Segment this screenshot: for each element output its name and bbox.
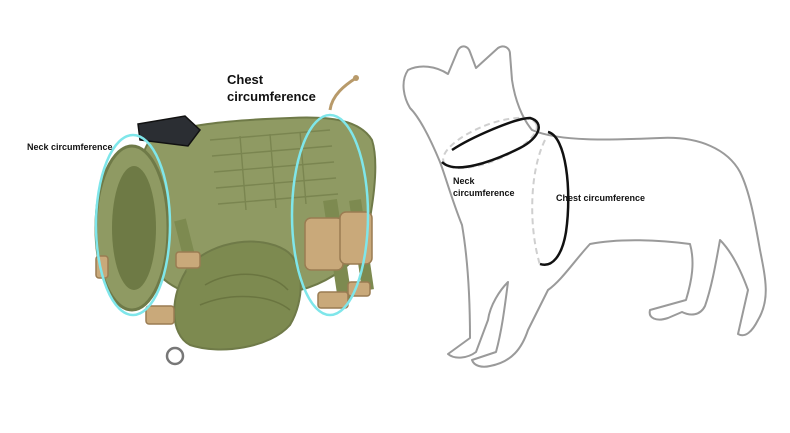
buckles — [95, 211, 373, 325]
cord-loop — [328, 76, 357, 111]
dog-neck-measure — [441, 116, 540, 169]
chest-label-line2: circumference — [227, 89, 316, 104]
chest-label-line1: Chest — [227, 72, 264, 87]
chest-circumference-label-right: Chest circumference — [556, 193, 646, 203]
chest-measure-ring — [290, 113, 370, 317]
neck-circumference-label-right: Neck circumference — [453, 175, 515, 199]
neck-circumference-label-left: Neck circumference — [27, 142, 113, 152]
dog-diagram — [402, 45, 767, 368]
neck-label-line1: Neck — [453, 176, 475, 186]
dog-neck-measure-back — [442, 116, 538, 170]
chest-circumference-label-left: Chest circumference — [227, 71, 316, 105]
harness-image — [94, 75, 377, 366]
neck-label-line2: circumference — [453, 188, 515, 198]
harness-belly-panel — [173, 240, 302, 351]
molle-webbing — [209, 129, 339, 211]
dog-chest-measure-back — [531, 139, 546, 266]
dog-outline — [402, 45, 767, 368]
d-ring — [165, 346, 185, 366]
dog-chest-measure — [539, 130, 570, 266]
neck-measure-ring — [94, 133, 172, 317]
